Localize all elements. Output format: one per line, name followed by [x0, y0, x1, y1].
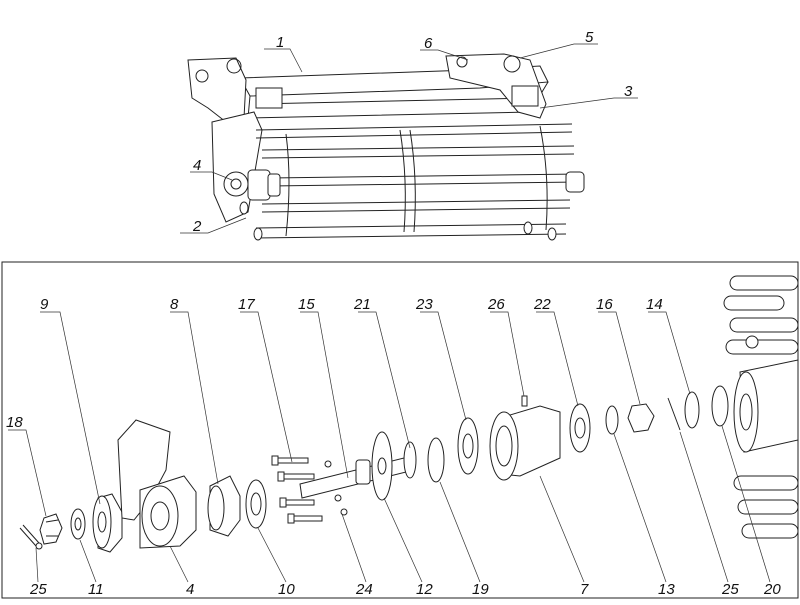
- callout-6: 6: [424, 35, 433, 52]
- callout-3: 3: [624, 83, 633, 100]
- callout-4-top: 4: [193, 157, 201, 174]
- callout-19: 19: [472, 581, 489, 598]
- callout-24: 24: [355, 581, 373, 598]
- callout-20: 20: [763, 581, 781, 598]
- callout-25-left: 25: [29, 581, 47, 598]
- callout-5: 5: [585, 29, 594, 46]
- callout-25-right: 25: [721, 581, 739, 598]
- callout-9: 9: [40, 296, 49, 313]
- callout-13: 13: [658, 581, 675, 598]
- callout-22: 22: [533, 296, 551, 313]
- callout-8: 8: [170, 296, 179, 313]
- callout-1: 1: [276, 34, 284, 51]
- exploded-parts: [19, 275, 799, 553]
- callout-7: 7: [580, 581, 589, 598]
- callout-15: 15: [298, 296, 315, 313]
- drum-section: [723, 275, 799, 539]
- callout-21: 21: [353, 296, 371, 313]
- callout-12: 12: [416, 581, 433, 598]
- detail-leader-lines: [8, 311, 771, 583]
- callout-18: 18: [6, 414, 23, 431]
- callout-16: 16: [596, 296, 613, 313]
- callout-11: 11: [88, 581, 104, 598]
- callout-14: 14: [646, 296, 663, 313]
- callout-labels: 1 2 3 4 5 6 9 8 17 15 21 23 26 22 16 14 …: [6, 29, 781, 598]
- callout-4-bottom: 4: [186, 581, 194, 598]
- overall-assembly-view: [187, 53, 585, 241]
- callout-2: 2: [192, 218, 202, 235]
- detail-view-frame: [1, 261, 799, 599]
- callout-26: 26: [487, 296, 505, 313]
- callout-17: 17: [238, 296, 255, 313]
- callout-23: 23: [415, 296, 433, 313]
- callout-10: 10: [278, 581, 295, 598]
- top-leader-lines: [180, 43, 638, 234]
